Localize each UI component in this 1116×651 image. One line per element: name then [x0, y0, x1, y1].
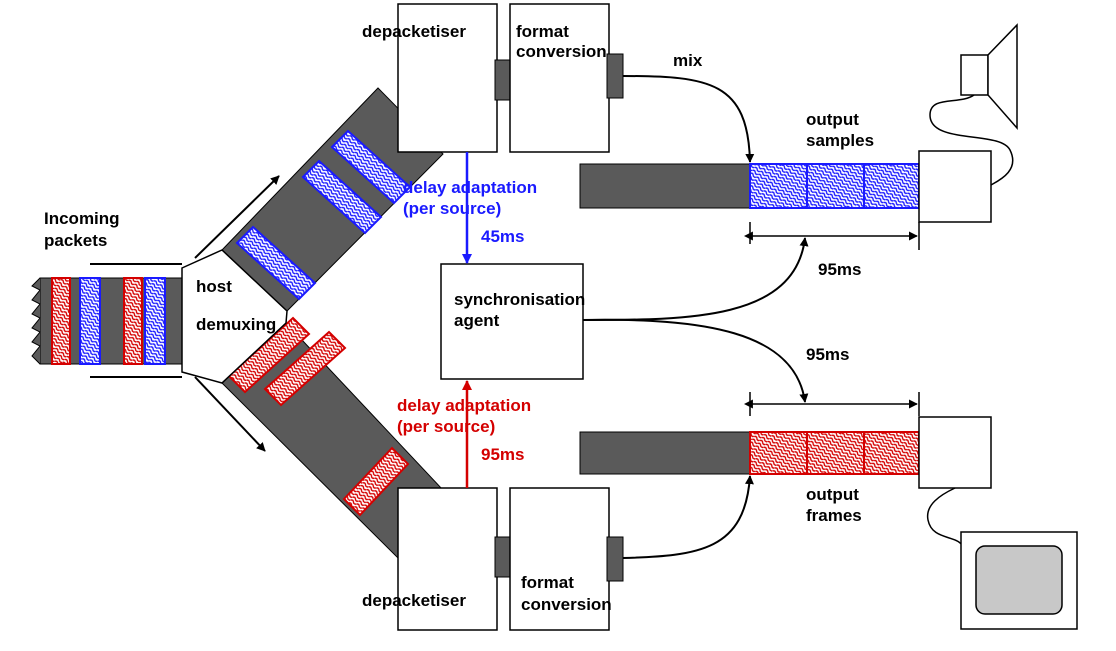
sample-slot: [806, 163, 865, 209]
delay-bottom-value: 95ms: [481, 445, 524, 464]
depacketiser-bottom: depacketiser: [362, 487, 498, 631]
audio-packet: [330, 129, 412, 205]
frame-slot: [806, 431, 865, 475]
incoming-packets-label-2: packets: [44, 231, 107, 250]
output-samples-label-1: output: [806, 110, 859, 129]
depacketiser-bottom-label: depacketiser: [362, 591, 466, 610]
frames-feed-arrow: [622, 475, 754, 559]
delay-bottom-label-1: delay adaptation: [397, 396, 531, 415]
sync-label-1: synchronisation: [454, 290, 585, 309]
frame-slot: [749, 431, 808, 475]
stream-jagged-edge: [31, 277, 41, 365]
connector-bottom-1: [494, 536, 512, 578]
video-flow-arrow: [194, 376, 266, 452]
audio-output-device: [918, 150, 992, 223]
frame-slot: [863, 431, 920, 475]
format-top-label-2: conversion: [516, 42, 607, 61]
format-top-label-1: format: [516, 22, 569, 41]
sync-to-frames-label: 95ms: [806, 345, 849, 364]
video-packet: [263, 330, 347, 407]
audio-branch: [194, 87, 444, 312]
sync-to-frames-arrow: [582, 318, 809, 403]
sync-to-samples-arrow: [582, 237, 809, 321]
speaker-icon: [929, 23, 1018, 186]
audio-packet: [235, 225, 317, 301]
video-packet: [342, 446, 410, 517]
sample-slot: [863, 163, 920, 209]
audio-flow-arrow: [194, 175, 280, 259]
output-frames-buffer: [579, 431, 920, 475]
incoming-packet: [79, 277, 101, 365]
format-bottom-label-2: conversion: [521, 595, 612, 614]
host-demuxing: host demuxing: [181, 249, 288, 384]
samples-delay-label: 95ms: [818, 260, 861, 279]
monitor-icon: [926, 487, 1078, 630]
incoming-stream: [31, 263, 186, 378]
sync-label-2: agent: [454, 311, 500, 330]
delay-top-label-2: (per source): [403, 199, 501, 218]
host-label: host: [196, 277, 232, 296]
mix-label: mix: [673, 51, 703, 70]
output-samples-label-2: samples: [806, 131, 874, 150]
connector-bottom-2: [606, 536, 624, 582]
format-conversion-bottom: format conversion: [509, 487, 612, 631]
video-output-device: [918, 416, 992, 489]
sample-slot: [749, 163, 808, 209]
incoming-packet: [123, 277, 143, 365]
audio-packet: [301, 159, 383, 235]
demuxing-label: demuxing: [196, 315, 276, 334]
output-frames-label-2: frames: [806, 506, 862, 525]
format-bottom-label-1: format: [521, 573, 574, 592]
delay-top-label-1: delay adaptation: [403, 178, 537, 197]
incoming-packet: [144, 277, 166, 365]
connector-top-1: [494, 59, 512, 101]
video-branch: [194, 316, 444, 559]
delay-bottom-label-2: (per source): [397, 417, 495, 436]
depacketiser-top: depacketiser: [362, 3, 498, 153]
mix-arrow: [622, 75, 755, 163]
incoming-packets-label-1: Incoming: [44, 209, 120, 228]
connector-top-2: [606, 53, 624, 99]
output-samples-buffer: [579, 163, 920, 209]
synchronisation-agent: synchronisation agent: [440, 263, 585, 380]
output-frames-label-1: output: [806, 485, 859, 504]
delay-top-value: 45ms: [481, 227, 524, 246]
format-conversion-top: format conversion: [509, 3, 610, 153]
incoming-packet: [51, 277, 71, 365]
depacketiser-top-label: depacketiser: [362, 22, 466, 41]
